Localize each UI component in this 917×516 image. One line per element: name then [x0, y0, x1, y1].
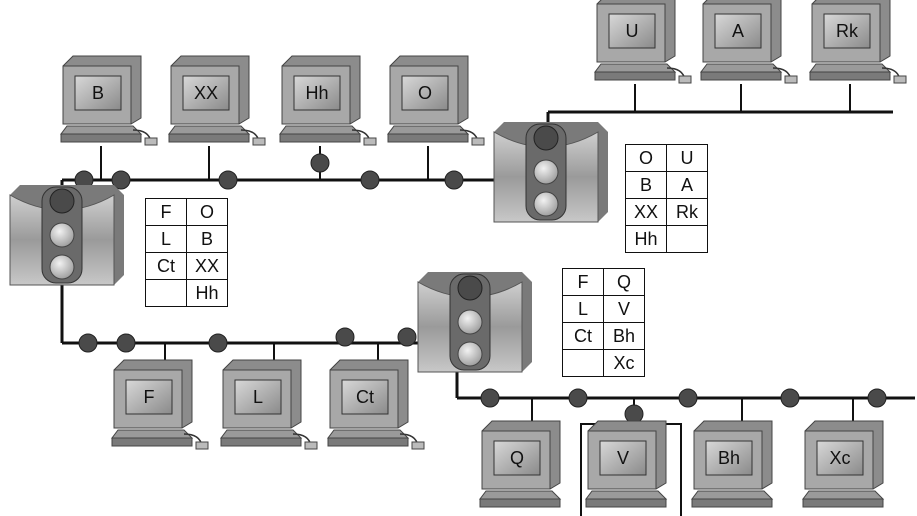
- table-cell: [145, 279, 187, 307]
- table-cell: Ct: [145, 252, 187, 280]
- pc-q[interactable]: Q: [479, 420, 562, 508]
- bus-node: [360, 170, 380, 190]
- pc-o[interactable]: O: [387, 55, 485, 146]
- table-cell: U: [666, 144, 708, 172]
- table-cell: F: [562, 268, 604, 296]
- bus-node: [867, 388, 887, 408]
- table-cell: Hh: [625, 225, 667, 253]
- bus-node: [780, 388, 800, 408]
- bottom-right-segment-nodes: [480, 388, 887, 424]
- bus-node: [444, 170, 464, 190]
- table-cell: A: [666, 171, 708, 199]
- table-cell: O: [625, 144, 667, 172]
- bus-node: [678, 388, 698, 408]
- pc-label-rk: Rk: [836, 21, 859, 41]
- pc-l[interactable]: L: [220, 359, 318, 450]
- table-row: Hh: [625, 225, 708, 253]
- bridge-left: [9, 185, 124, 286]
- pc-ct[interactable]: Ct: [327, 359, 425, 450]
- bus-node: [480, 388, 500, 408]
- pc-label-l: L: [253, 387, 263, 407]
- pc-xc[interactable]: Xc: [802, 420, 885, 508]
- table-cell: L: [145, 225, 187, 253]
- pc-label-bh: Bh: [718, 448, 740, 468]
- bus-node: [78, 333, 98, 353]
- table-cell: [562, 349, 604, 377]
- table-cell: V: [603, 295, 645, 323]
- table-cell: XX: [186, 252, 228, 280]
- bus-node: [310, 153, 330, 173]
- left-segment-nodes: [78, 327, 417, 353]
- left-segment-bus: [60, 280, 432, 345]
- table-cell: XX: [625, 198, 667, 226]
- table-cell: O: [186, 198, 228, 226]
- pc-xx[interactable]: XX: [168, 55, 266, 146]
- pc-label-ct: Ct: [356, 387, 374, 407]
- pc-label-u: U: [626, 21, 639, 41]
- pc-a[interactable]: A: [700, 0, 798, 84]
- bus-node: [397, 327, 417, 347]
- pc-label-a: A: [732, 21, 744, 41]
- table-cell: Hh: [186, 279, 228, 307]
- table-cell: F: [145, 198, 187, 226]
- table-cell: B: [625, 171, 667, 199]
- pc-rk[interactable]: Rk: [809, 0, 907, 84]
- table-cell: Xc: [603, 349, 645, 377]
- bus-node: [335, 327, 355, 347]
- table-cell: Ct: [562, 322, 604, 350]
- pc-bh[interactable]: Bh: [691, 420, 774, 508]
- pc-label-f: F: [144, 387, 155, 407]
- table-cell: Bh: [603, 322, 645, 350]
- pc-v[interactable]: V: [585, 420, 668, 508]
- bus-node: [568, 388, 588, 408]
- pc-label-b: B: [92, 83, 104, 103]
- bus-node: [208, 333, 228, 353]
- pc-hh[interactable]: Hh: [279, 55, 377, 146]
- pc-u[interactable]: U: [594, 0, 692, 84]
- table-cell: Rk: [666, 198, 708, 226]
- bus-node: [116, 333, 136, 353]
- bus-node: [218, 170, 238, 190]
- table-cell: Q: [603, 268, 645, 296]
- pc-label-xc: Xc: [829, 448, 850, 468]
- pc-label-xx: XX: [194, 83, 218, 103]
- bridge-top-right: [493, 122, 608, 223]
- table-row: Xc: [562, 349, 645, 377]
- bridge-middle: [417, 272, 532, 373]
- bus-node: [111, 170, 131, 190]
- table-cell: L: [562, 295, 604, 323]
- pc-label-o: O: [418, 83, 432, 103]
- table-row: Hh: [145, 279, 228, 307]
- top-segment-nodes: [74, 153, 464, 190]
- table-cell: [666, 225, 708, 253]
- pc-b[interactable]: B: [60, 55, 158, 146]
- table-cell: B: [186, 225, 228, 253]
- bus-node: [624, 404, 644, 424]
- pc-f[interactable]: F: [111, 359, 209, 450]
- pc-label-v: V: [617, 448, 629, 468]
- pc-label-q: Q: [510, 448, 524, 468]
- pc-label-hh: Hh: [305, 83, 328, 103]
